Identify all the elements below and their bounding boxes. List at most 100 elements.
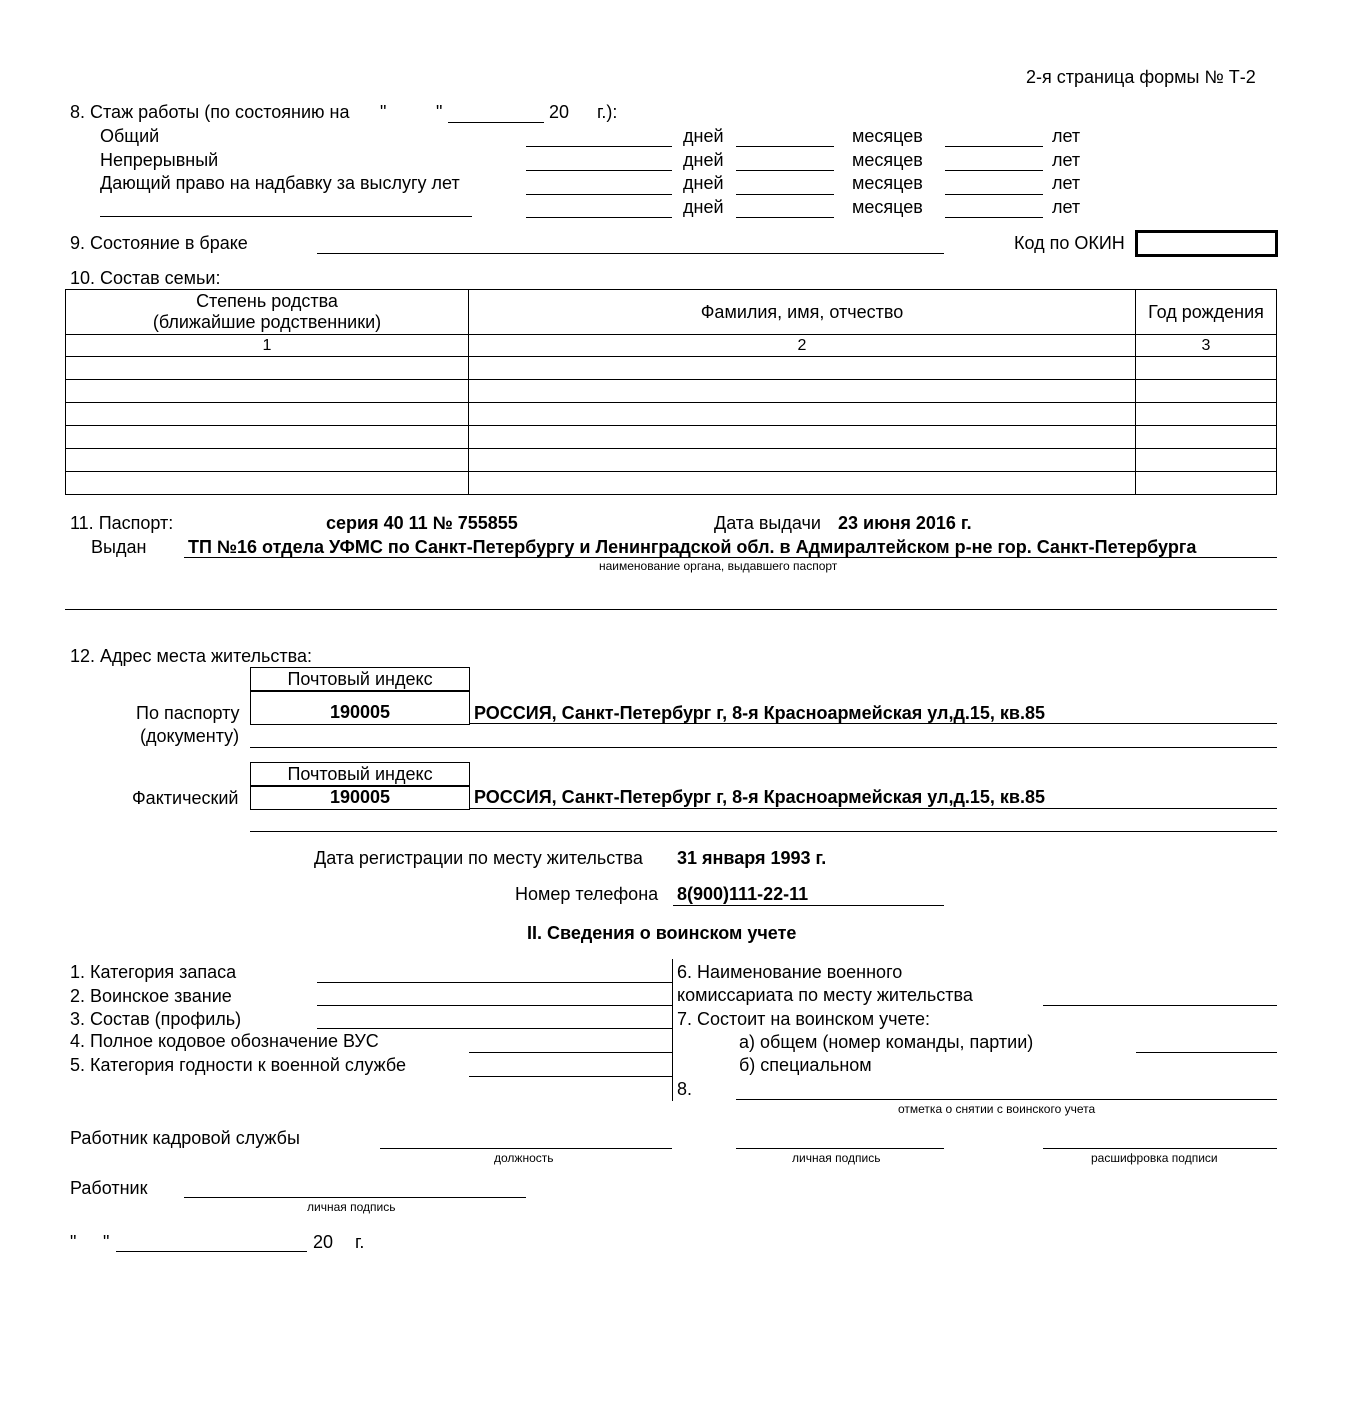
issued-by-extra-line[interactable]: [65, 609, 1277, 610]
fitness-category-field[interactable]: [469, 1076, 672, 1077]
vus-code-label: 4. Полное кодовое обозначение ВУС: [70, 1031, 379, 1051]
table-row[interactable]: [65, 471, 1277, 495]
table-cell[interactable]: [1135, 425, 1277, 449]
actual-address-extra-line[interactable]: [250, 831, 1277, 832]
table-cell[interactable]: [1135, 471, 1277, 495]
reserve-category-label: 1. Категория запаса: [70, 962, 237, 982]
passport-series: серия 40 11 № 755855: [326, 513, 518, 533]
okin-code-box[interactable]: [1135, 230, 1278, 257]
commissariat-field[interactable]: [1043, 1005, 1277, 1006]
marital-status-label: 9. Состояние в браке: [70, 233, 248, 253]
table-cell[interactable]: [65, 402, 469, 426]
years-label: лет: [1052, 173, 1081, 193]
deregistration-field[interactable]: [736, 1099, 1277, 1100]
experience-months-field[interactable]: [736, 194, 834, 195]
postal-index-header: Почтовый индекс: [250, 667, 470, 692]
table-row[interactable]: [65, 402, 1277, 426]
hr-position-field[interactable]: [380, 1148, 672, 1149]
experience-date-month-line[interactable]: [448, 122, 544, 123]
marital-status-field[interactable]: [317, 253, 944, 254]
months-label: месяцев: [852, 150, 923, 170]
experience-months-field[interactable]: [736, 217, 834, 218]
experience-years-field[interactable]: [945, 194, 1043, 195]
employee-signature-field[interactable]: [184, 1197, 526, 1198]
date-year-suffix: г.: [355, 1232, 365, 1252]
experience-row-label: Дающий право на надбавку за выслугу лет: [100, 173, 460, 193]
table-cell[interactable]: [468, 402, 1136, 426]
table-cell[interactable]: [468, 356, 1136, 380]
table-cell[interactable]: [1135, 402, 1277, 426]
passport-address-label-2: (документу): [140, 726, 240, 746]
table-row[interactable]: [65, 425, 1277, 449]
actual-postal-index[interactable]: 190005: [250, 785, 470, 810]
signature-caption: личная подпись: [792, 1151, 881, 1165]
table-cell[interactable]: [1135, 448, 1277, 472]
table-cell[interactable]: [1135, 356, 1277, 380]
experience-years-field[interactable]: [945, 146, 1043, 147]
table-cell[interactable]: [65, 471, 469, 495]
birth-year-header: Год рождения: [1135, 289, 1277, 335]
experience-days-field[interactable]: [526, 194, 672, 195]
table-cell[interactable]: [468, 471, 1136, 495]
table-cell[interactable]: [65, 379, 469, 403]
date-quote-close: ": [103, 1232, 110, 1252]
military-rank-label: 2. Воинское звание: [70, 986, 232, 1006]
table-cell[interactable]: [65, 425, 469, 449]
column-number: 2: [468, 334, 1136, 357]
passport-address-label: По паспорту: [136, 703, 240, 723]
table-row[interactable]: [65, 379, 1277, 403]
years-label: лет: [1052, 150, 1081, 170]
decoding-caption: расшифровка подписи: [1091, 1151, 1218, 1165]
address-title: 12. Адрес места жительства:: [70, 646, 313, 666]
table-cell[interactable]: [468, 425, 1136, 449]
issued-by: ТП №16 отдела УФМС по Санкт-Петербургу и…: [188, 537, 1197, 557]
table-cell[interactable]: [468, 379, 1136, 403]
phone-line[interactable]: [673, 905, 944, 906]
table-cell[interactable]: [1135, 379, 1277, 403]
experience-custom-label-line[interactable]: [100, 216, 472, 217]
vus-code-field[interactable]: [469, 1052, 672, 1053]
table-cell[interactable]: [468, 448, 1136, 472]
column-number: 1: [65, 334, 469, 357]
fitness-category-label: 5. Категория годности к военной службе: [70, 1055, 406, 1075]
relation-header-line1: Степень родства: [196, 291, 338, 311]
years-label: лет: [1052, 197, 1081, 217]
date-month-field[interactable]: [116, 1251, 307, 1252]
phone-value: 8(900)111-22-11: [677, 884, 809, 904]
experience-months-field[interactable]: [736, 146, 834, 147]
family-title: 10. Состав семьи:: [70, 268, 221, 288]
deregistration-label: 8.: [677, 1079, 693, 1099]
hr-signature-decoding-field[interactable]: [1043, 1148, 1277, 1149]
date-quote-open: ": [70, 1232, 77, 1252]
general-registration-label: а) общем (номер команды, партии): [739, 1032, 1034, 1052]
experience-days-field[interactable]: [526, 146, 672, 147]
experience-days-field[interactable]: [526, 170, 672, 171]
family-table-numbers: 1 2 3: [65, 334, 1277, 357]
military-divider: [672, 959, 673, 1101]
military-profile-field[interactable]: [317, 1028, 672, 1029]
issued-by-line[interactable]: [184, 557, 1277, 558]
experience-months-field[interactable]: [736, 170, 834, 171]
table-cell[interactable]: [65, 448, 469, 472]
family-table-header: Степень родства (ближайшие родственники)…: [65, 289, 1277, 335]
general-registration-field[interactable]: [1136, 1052, 1277, 1053]
table-row[interactable]: [65, 356, 1277, 380]
experience-years-field[interactable]: [945, 217, 1043, 218]
hr-signature-field[interactable]: [736, 1148, 944, 1149]
military-profile-label: 3. Состав (профиль): [70, 1009, 242, 1029]
employee-signature-caption: личная подпись: [307, 1200, 396, 1214]
actual-address-line[interactable]: [470, 808, 1277, 809]
relation-header: Степень родства (ближайшие родственники): [65, 289, 469, 335]
experience-years-field[interactable]: [945, 170, 1043, 171]
table-row[interactable]: [65, 448, 1277, 472]
family-table: Степень родства (ближайшие родственники)…: [65, 289, 1277, 495]
passport-address-extra-line[interactable]: [250, 747, 1277, 748]
reserve-category-field[interactable]: [317, 982, 672, 983]
passport-address-line[interactable]: [470, 723, 1277, 724]
table-cell[interactable]: [65, 356, 469, 380]
military-rank-field[interactable]: [317, 1005, 672, 1006]
passport-postal-index[interactable]: 190005: [250, 690, 470, 725]
date-year-prefix: 20: [313, 1232, 334, 1252]
experience-days-field[interactable]: [526, 217, 672, 218]
issue-date: 23 июня 2016 г.: [838, 513, 972, 533]
